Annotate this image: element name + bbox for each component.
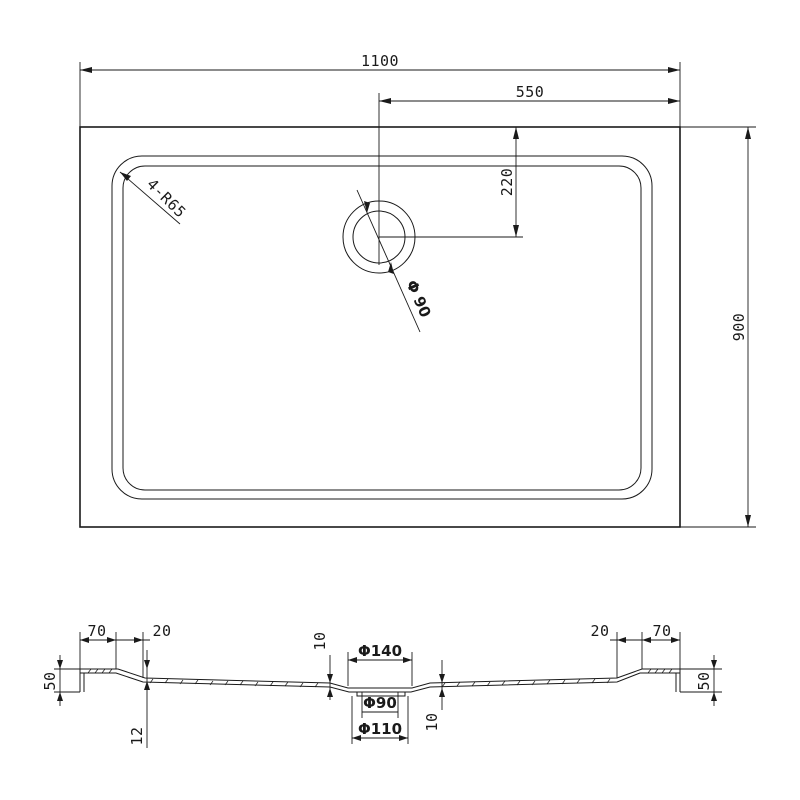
right-step-label: 20: [590, 622, 609, 640]
depth-arrow-bottom: [745, 515, 751, 527]
drain-pipe-arrow-b: [399, 735, 408, 741]
left-height-arrow-top: [57, 660, 63, 669]
right-height-arrow-bottom: [711, 692, 717, 701]
drain-top-depth-label: 10: [311, 631, 329, 650]
section-top-profile: [80, 668, 680, 689]
drain-x-label: 550: [516, 83, 545, 101]
left-rim-arrow-b: [107, 637, 116, 643]
drain-outer-label: Φ140: [358, 642, 402, 660]
left-depth-label: 12: [128, 726, 146, 745]
drain-pipe-arrow-a: [352, 735, 361, 741]
left-rim-arrow-a: [80, 637, 89, 643]
width-arrow-left: [80, 67, 92, 73]
drain-top-depth-arrow-b: [327, 688, 333, 697]
left-rim-label: 70: [87, 622, 106, 640]
drain-diameter-label: Φ 90: [402, 277, 434, 320]
left-depth-arrow-bottom: [144, 681, 150, 690]
drain-inner-label: Φ90: [363, 694, 397, 712]
right-step-arrow: [617, 637, 626, 643]
drain-bottom-depth-arrow-a: [439, 674, 445, 683]
left-step-arrow: [134, 637, 143, 643]
right-height-arrow-top: [711, 660, 717, 669]
right-height-label: 50: [695, 671, 713, 690]
right-rim-arrow-b: [671, 637, 680, 643]
drain-bottom-depth-label: 10: [423, 712, 441, 731]
drain-y-label: 220: [498, 168, 516, 197]
drain-diameter-arrow-b: [388, 262, 394, 274]
depth-arrow-top: [745, 127, 751, 139]
corner-radius-arrow: [120, 172, 131, 181]
right-rim-label: 70: [652, 622, 671, 640]
left-height-label: 50: [41, 671, 59, 690]
drain-diameter-leader: [356, 189, 421, 333]
drain-y-arrow-top: [513, 127, 519, 139]
drain-diameter-arrow-a: [364, 201, 370, 213]
width-arrow-right: [668, 67, 680, 73]
drain-x-arrow-left: [379, 98, 391, 104]
drain-top-depth-arrow-a: [327, 674, 333, 683]
drain-bottom-depth-arrow-b: [439, 688, 445, 697]
drain-outer-arrow-a: [348, 657, 357, 663]
width-label: 1100: [361, 52, 399, 70]
basin-inner-edge: [122, 165, 642, 491]
tray-outline: [79, 126, 681, 528]
right-rim-arrow-a: [642, 637, 651, 643]
section-hatching: [87, 668, 673, 688]
corner-radius-leader: [119, 171, 181, 225]
section-bottom-profile: [80, 672, 680, 693]
drain-y-arrow-bottom: [513, 225, 519, 237]
left-step-label: 20: [152, 622, 171, 640]
drain-pipe-stub: [356, 691, 406, 697]
drain-pipe-label: Φ110: [358, 720, 402, 738]
basin-outer-edge: [111, 155, 653, 500]
left-height-arrow-bottom: [57, 692, 63, 701]
plan-view: 1100 550 220 900 Φ 90 4-R65: [79, 52, 756, 528]
depth-label: 900: [730, 313, 748, 342]
left-depth-arrow-top: [144, 660, 150, 669]
section-view: 70 20 50 12 10 Φ140 Φ90: [41, 622, 722, 748]
drain-outer-arrow-b: [403, 657, 412, 663]
drain-x-arrow-right: [668, 98, 680, 104]
